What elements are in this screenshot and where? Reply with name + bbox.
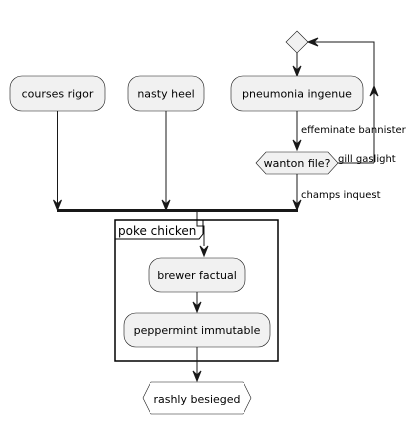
end-rashly-besieged: rashly besieged [142, 381, 252, 415]
edge-courses-arrowhead [53, 199, 62, 212]
action-brewer-factual-label: brewer factual [157, 269, 237, 282]
join-bar [57, 209, 298, 212]
action-courses-rigor-label: courses rigor [22, 88, 94, 101]
edge-pneumonia-arrowhead [292, 139, 302, 152]
action-peppermint-immutable: peppermint immutable [123, 312, 271, 348]
end-rashly-besieged-label: rashly besieged [153, 393, 240, 406]
action-pneumonia-ingenue: pneumonia ingenue [230, 75, 364, 112]
edge-join-arrowhead [199, 245, 209, 258]
loop-up-arrowhead [369, 84, 379, 97]
edge-label-champs-inquest: champs inquest [301, 190, 381, 201]
edge-peppermint-arrowhead [192, 370, 202, 383]
decision-wanton-file-label: wanton file? [264, 157, 331, 170]
action-nasty-heel: nasty heel [127, 75, 205, 112]
edge-label-effeminate-bannister: effeminate bannister [301, 125, 407, 136]
edge-label-gill-gaslight: gill gaslight [338, 154, 396, 165]
loop-back-arrowhead [306, 37, 319, 47]
loop-back-edge [310, 41, 375, 155]
edge-brewer-arrowhead [192, 301, 202, 314]
edge-join-to-group [196, 212, 205, 246]
edge-diamond-arrowhead [292, 65, 302, 78]
action-courses-rigor: courses rigor [9, 75, 106, 112]
decision-wanton-file: wanton file? [255, 151, 339, 175]
action-pneumonia-ingenue-label: pneumonia ingenue [242, 88, 352, 101]
action-nasty-heel-label: nasty heel [137, 88, 194, 101]
action-brewer-factual: brewer factual [148, 257, 246, 293]
edge-nasty-arrowhead [161, 199, 171, 212]
merge-diamond [285, 30, 309, 54]
action-peppermint-immutable-label: peppermint immutable [134, 324, 261, 337]
group-poke-chicken-label: poke chicken [118, 224, 196, 238]
edge-wanton-down-arrowhead [292, 199, 302, 212]
